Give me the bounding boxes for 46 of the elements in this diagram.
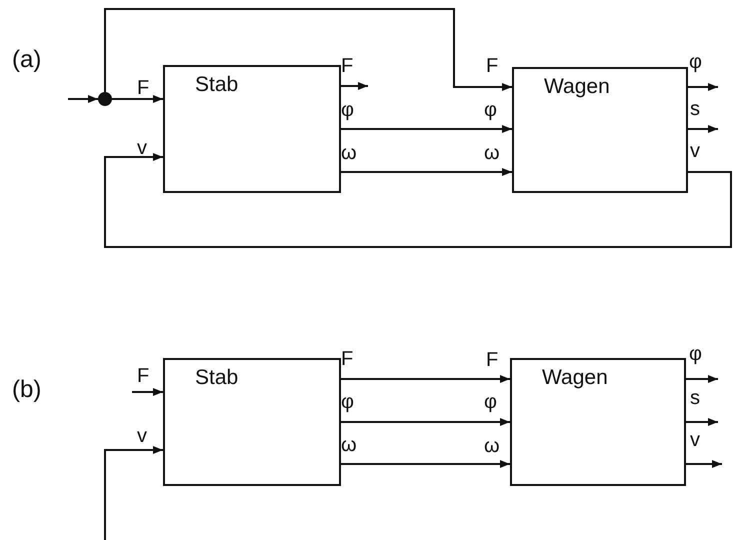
signal-label: s: [690, 388, 700, 408]
arrow: [341, 418, 510, 426]
panel-label: (b): [12, 378, 42, 402]
signal-label: v: [690, 430, 700, 450]
arrow: [686, 460, 722, 468]
signal-label: ω: [484, 143, 500, 163]
arrow: [341, 460, 510, 468]
arrow: [686, 418, 718, 426]
junction-dot: [98, 92, 112, 106]
arrow: [112, 95, 163, 103]
arrow: [68, 95, 98, 103]
signal-label: v: [137, 138, 147, 158]
arrow: [132, 388, 163, 396]
signal-label: ω: [341, 143, 357, 163]
arrow: [341, 125, 512, 133]
arrow: [104, 446, 163, 540]
arrow: [104, 8, 512, 92]
signal-label: ω: [484, 436, 500, 456]
panel-label: (a): [12, 48, 42, 72]
arrow: [341, 82, 368, 90]
signal-label: F: [341, 56, 354, 76]
signal-label: ω: [341, 435, 357, 455]
arrow: [688, 125, 718, 133]
arrow: [686, 375, 718, 383]
signal-label: φ: [689, 52, 702, 72]
process-block: Wagen: [512, 67, 688, 193]
signal-label: φ: [484, 392, 497, 412]
signal-label: F: [486, 350, 498, 370]
process-block: Stab: [163, 358, 341, 486]
signal-label: F: [341, 349, 354, 369]
arrow: [688, 83, 718, 91]
signal-label: v: [137, 426, 147, 446]
arrow: [104, 153, 732, 248]
signal-label: s: [690, 99, 700, 119]
arrow: [341, 168, 512, 176]
signal-label: F: [486, 56, 498, 76]
signal-label: v: [690, 141, 700, 161]
process-block: Stab: [163, 65, 341, 193]
signal-label: φ: [484, 100, 497, 120]
process-block: Wagen: [510, 358, 686, 486]
signal-label: F: [137, 366, 150, 386]
signal-label: φ: [341, 392, 354, 412]
signal-label: F: [137, 78, 150, 98]
signal-label: φ: [689, 344, 702, 364]
arrow: [341, 375, 510, 383]
signal-label: φ: [341, 100, 354, 120]
